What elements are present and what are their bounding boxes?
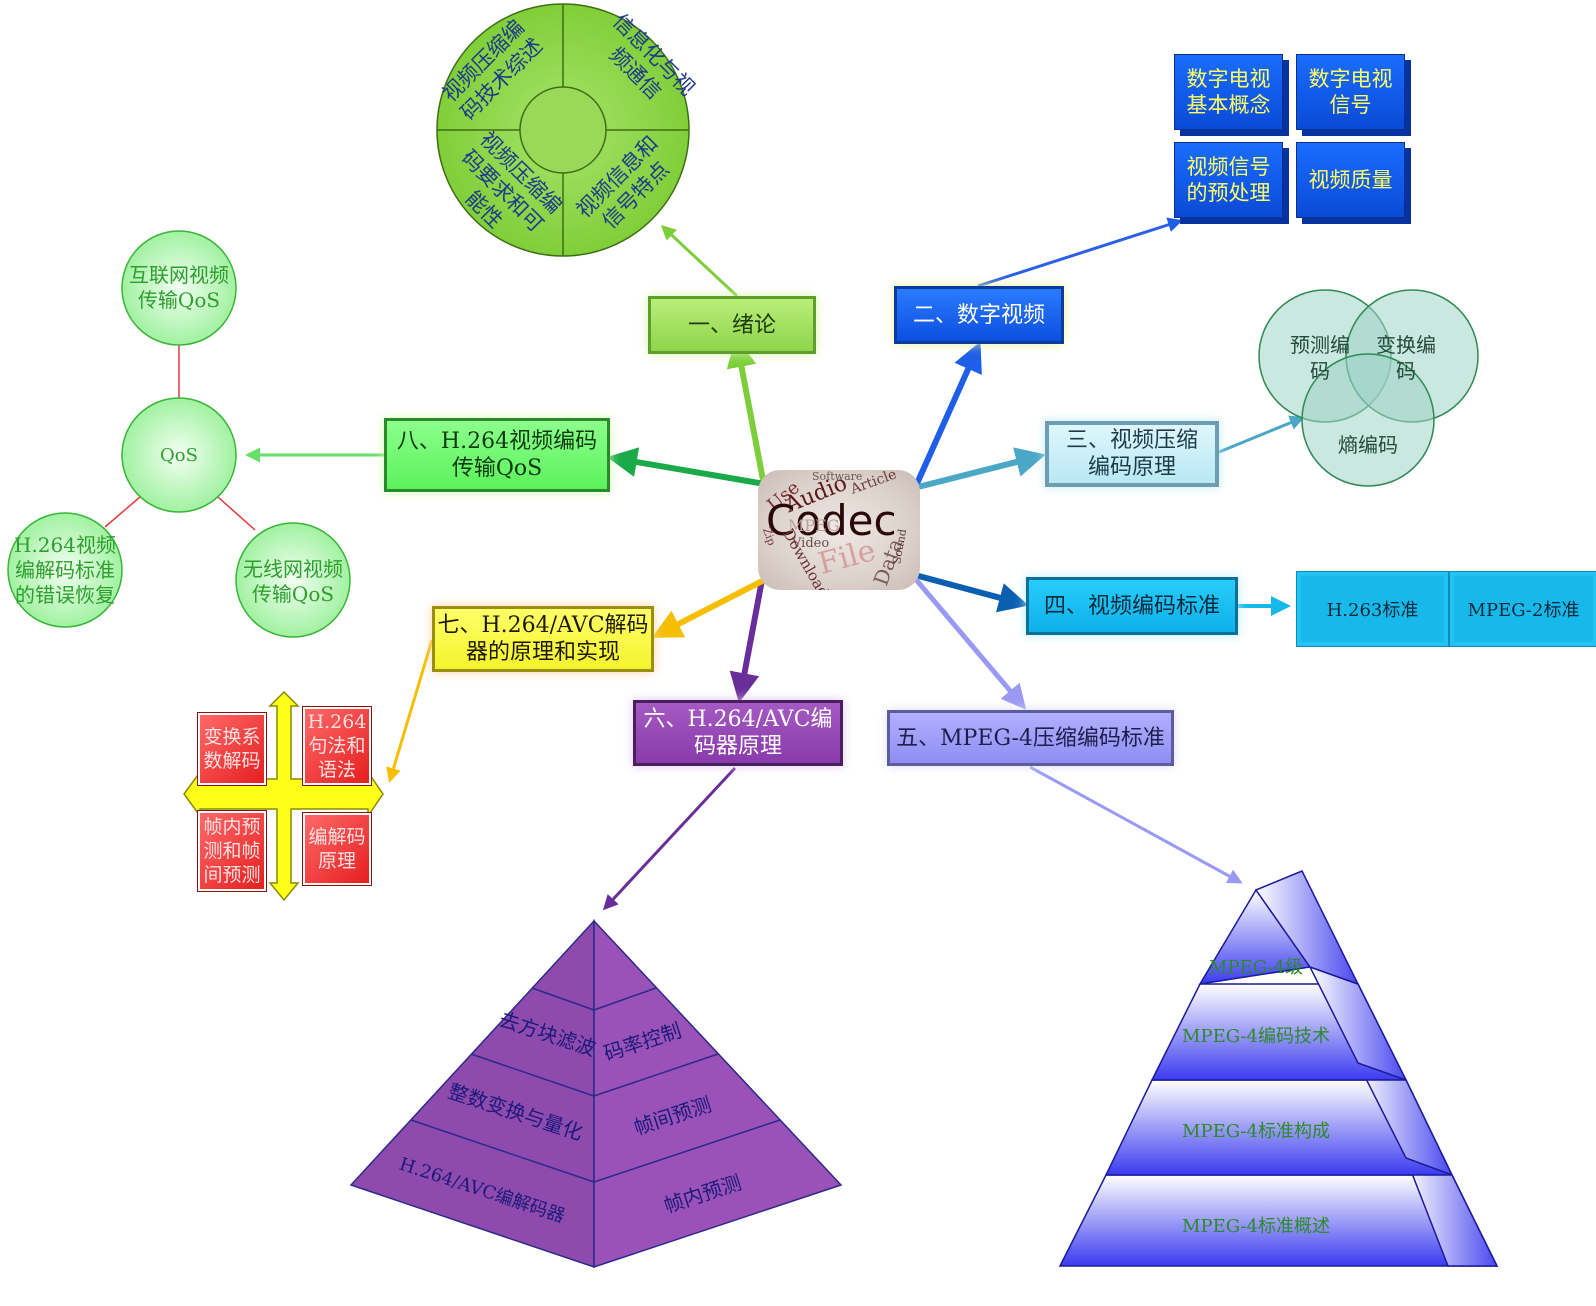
connectors (245, 217, 1305, 911)
cloud-word-video: Video (792, 536, 830, 551)
compression-venn (1258, 289, 1479, 487)
qos-center: QoS (160, 444, 198, 466)
intro-circle (436, 3, 690, 257)
qos-internet: 互联网视频 传输QoS (129, 263, 229, 312)
digital-video-tile-signal[interactable]: 数字电视 信号 (1296, 54, 1405, 130)
mpeg4-structure: MPEG-4标准构成 (1182, 1121, 1330, 1142)
cloud-title: Codec (766, 496, 897, 545)
qos-cluster (7, 230, 351, 638)
branch-seven-decoder[interactable]: 七、H.264/AVC解码 器的原理和实现 (432, 606, 654, 672)
decoder-principle: 编解码 原理 (302, 812, 372, 886)
digital-video-tile-quality[interactable]: 视频质量 (1296, 142, 1405, 218)
qos-wireless: 无线网视频 传输QoS (243, 557, 343, 606)
branch-six-encoder[interactable]: 六、H.264/AVC编 码器原理 (633, 700, 843, 766)
digital-video-tile-concepts[interactable]: 数字电视 基本概念 (1174, 54, 1283, 130)
digital-video-tile-preprocessing[interactable]: 视频信号 的预处理 (1174, 142, 1283, 218)
venn-entropy-coding: 熵编码 (1338, 433, 1398, 457)
encoder-pyramid (349, 919, 843, 1269)
mpeg4-pyramid (1058, 870, 1499, 1267)
qos-error-recovery: H.264视频 编解码标准 的错误恢复 (14, 532, 116, 607)
decoder-coefficient-decoding: 变换系 数解码 (197, 712, 267, 786)
branch-three-compression[interactable]: 三、视频压缩 编码原理 (1045, 421, 1219, 487)
branch-one-intro[interactable]: 一、绪论 (648, 296, 816, 354)
standard-h263[interactable]: H.263标准 (1296, 571, 1449, 647)
mpeg4-coding-tech: MPEG-4编码技术 (1182, 1026, 1330, 1047)
venn-transform-coding: 变换编 码 (1376, 333, 1436, 383)
venn-prediction-coding: 预测编 码 (1290, 333, 1350, 383)
cloud-word-mpeg: MPEG (788, 516, 840, 535)
decoder-syntax: H.264 句法和 语法 (302, 706, 372, 786)
mpeg4-overview: MPEG-4标准概述 (1182, 1216, 1330, 1237)
branch-eight-qos[interactable]: 八、H.264视频编码 传输QoS (384, 418, 610, 492)
standard-mpeg2[interactable]: MPEG-2标准 (1449, 571, 1596, 647)
branch-five-mpeg4[interactable]: 五、MPEG-4压缩编码标准 (887, 710, 1174, 766)
branch-four-standards[interactable]: 四、视频编码标准 (1026, 577, 1238, 635)
codec-word-cloud: Use Audio Article Software Codec File Da… (758, 470, 920, 590)
mpeg4-level: MPEG-4级 (1209, 957, 1303, 978)
cloud-word-software: Software (812, 470, 863, 483)
branch-two-digital-video[interactable]: 二、数字视频 (894, 286, 1064, 344)
decoder-prediction: 帧内预 测和帧 间预测 (197, 810, 267, 892)
